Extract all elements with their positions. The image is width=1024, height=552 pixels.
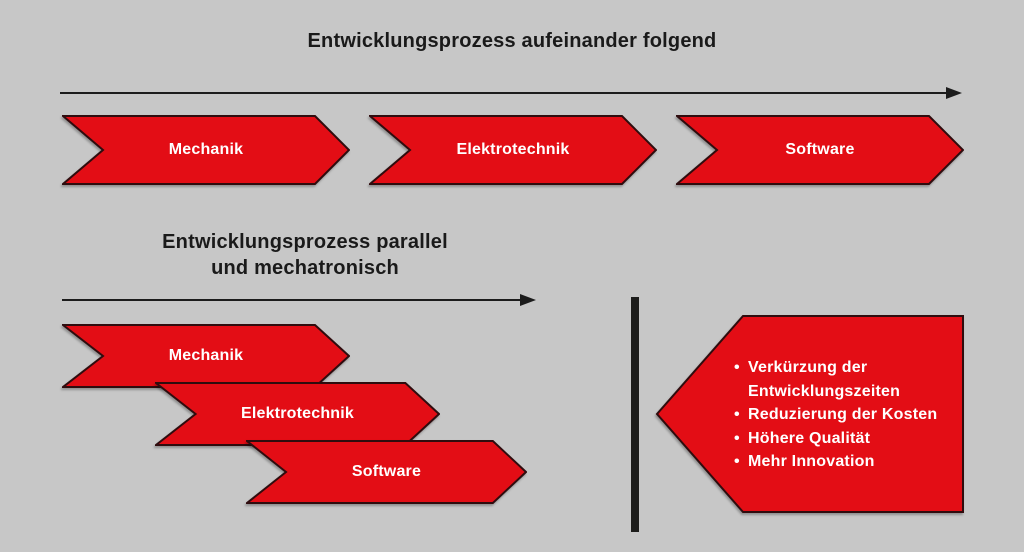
chevron-arrow-icon: [62, 115, 350, 185]
bullet-icon: •: [734, 429, 740, 447]
title-line-1: Entwicklungsprozess parallel: [162, 231, 448, 253]
process-step-software-sequential: Software: [676, 115, 964, 185]
step-label: Elektrotechnik: [456, 141, 570, 158]
chevron-arrow-icon: [676, 115, 964, 185]
title-line-2: und mechatronisch: [211, 257, 399, 279]
benefit-item: • Mehr Innovation: [734, 450, 937, 474]
benefit-line: Verkürzung der: [748, 359, 868, 376]
bullet-icon: •: [734, 406, 740, 423]
process-step-elektrotechnik-parallel: Elektrotechnik: [155, 382, 440, 446]
process-step-elektrotechnik-sequential: Elektrotechnik: [369, 115, 657, 185]
left-arrow-pentagon-icon: [655, 315, 964, 513]
step-label: Mechanik: [168, 141, 244, 158]
bullet-icon: •: [734, 453, 740, 470]
parallel-process-title: Entwicklungsprozess parallel und mechatr…: [55, 229, 555, 281]
chevron-arrow-icon: [246, 440, 527, 504]
bullet-icon: •: [734, 359, 740, 376]
sequential-timeline-arrow: [60, 87, 962, 99]
sequential-process-title: Entwicklungsprozess aufeinander folgend: [307, 30, 717, 52]
divider-bar: [631, 297, 639, 532]
arrow-shaft: [60, 92, 948, 94]
parallel-timeline-arrow: [62, 294, 536, 306]
step-label: Elektrotechnik: [240, 405, 355, 422]
process-step-mechanik-sequential: Mechanik: [62, 115, 350, 185]
chevron-arrow-icon: [369, 115, 657, 185]
benefit-item: • Höhere Qualität: [734, 427, 937, 451]
process-step-mechanik-parallel: Mechanik: [62, 324, 350, 388]
benefit-label: Reduzierung der Kosten: [748, 406, 938, 423]
arrow-shaft: [62, 299, 522, 301]
step-label: Software: [351, 463, 422, 480]
step-label: Software: [785, 141, 855, 158]
benefit-item: • Reduzierung der Kosten: [734, 403, 937, 427]
arrowhead-icon: [946, 87, 962, 99]
process-step-software-parallel: Software: [246, 440, 527, 504]
step-label: Mechanik: [168, 347, 244, 364]
benefit-line: Entwicklungszeiten: [748, 382, 901, 400]
arrowhead-icon: [520, 294, 536, 306]
benefit-label: Höhere Qualität: [748, 429, 871, 447]
benefit-label: Mehr Innovation: [748, 453, 875, 470]
